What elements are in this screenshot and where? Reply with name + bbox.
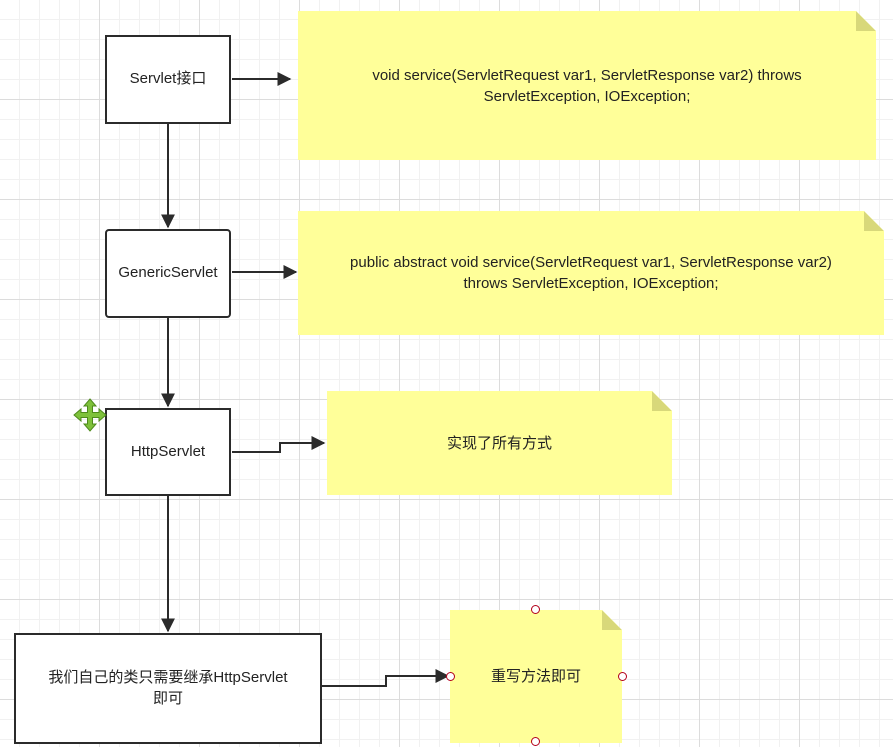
note-servlet-method[interactable]: void service(ServletRequest var1, Servle…	[298, 11, 876, 160]
note-generic-method[interactable]: public abstract void service(ServletRequ…	[298, 211, 884, 335]
resize-handle-top[interactable]	[531, 605, 540, 614]
note-http-methods-text: 实现了所有方式	[446, 435, 552, 452]
node-servlet-interface-label: Servlet接口	[129, 70, 207, 88]
node-http-servlet-label: HttpServlet	[130, 442, 206, 460]
note-override[interactable]: 重写方法即可	[450, 610, 622, 743]
resize-handle-bottom[interactable]	[531, 737, 540, 746]
node-generic-servlet[interactable]: GenericServlet	[105, 229, 231, 318]
node-custom-class-label: 我们自己的类只需要继承HttpServlet即可	[48, 669, 288, 707]
move-icon[interactable]	[73, 398, 107, 432]
node-generic-servlet-label: GenericServlet	[118, 264, 218, 282]
node-custom-class[interactable]: 我们自己的类只需要继承HttpServlet即可	[14, 633, 322, 744]
resize-handle-right[interactable]	[618, 672, 627, 681]
node-http-servlet[interactable]: HttpServlet	[105, 408, 231, 496]
resize-handle-left[interactable]	[446, 672, 455, 681]
note-servlet-method-text: void service(ServletRequest var1, Servle…	[372, 66, 802, 105]
edge-custom-to-note[interactable]	[322, 669, 450, 687]
note-generic-method-text: public abstract void service(ServletRequ…	[350, 254, 832, 292]
note-http-methods[interactable]: 实现了所有方式	[327, 391, 672, 495]
edge-http-to-note[interactable]	[232, 436, 326, 453]
node-servlet-interface[interactable]: Servlet接口	[105, 35, 231, 124]
note-override-text: 重写方法即可	[490, 668, 581, 685]
